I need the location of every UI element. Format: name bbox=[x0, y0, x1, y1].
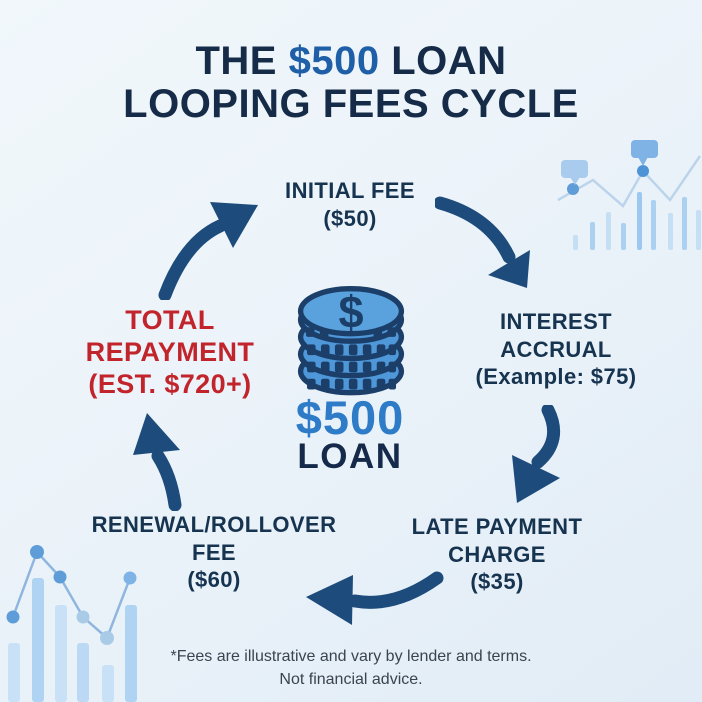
data-point-dot bbox=[53, 570, 67, 584]
data-point-dot bbox=[567, 183, 579, 195]
stage-interest-accrual: INTEREST ACCRUAL (Example: $75) bbox=[475, 309, 637, 389]
curved-arrow-down-right-icon bbox=[435, 196, 530, 288]
title-amount-highlight: $500 bbox=[288, 39, 380, 83]
center-amount: $500 bbox=[295, 391, 405, 444]
stage-late-payment-charge: LATE PAYMENT CHARGE ($35) bbox=[411, 514, 583, 594]
coin-stack-icon: $ bbox=[297, 285, 405, 396]
footnote: *Fees are illustrative and vary by lende… bbox=[0, 645, 702, 691]
data-point-dot bbox=[123, 571, 137, 585]
data-point-dot bbox=[30, 545, 44, 559]
curved-arrow-left-icon bbox=[306, 571, 444, 625]
title-line-1: THE $500 LOAN bbox=[195, 39, 507, 83]
stage-initial-fee: INITIAL FEE ($50) bbox=[285, 178, 415, 231]
data-point-dot bbox=[6, 610, 20, 624]
title-line-2: LOOPING FEES CYCLE bbox=[123, 81, 579, 126]
speech-bubble-icon bbox=[561, 160, 588, 178]
footnote-line-1: *Fees are illustrative and vary by lende… bbox=[170, 648, 532, 665]
stage-total-repayment: TOTAL REPAYMENT (EST. $720+) bbox=[85, 305, 255, 399]
curved-arrow-down-left-icon bbox=[512, 405, 561, 503]
center-loan-label: LOAN bbox=[297, 437, 403, 476]
bar-chart-decoration-icon bbox=[557, 140, 702, 250]
coin-top-face bbox=[297, 285, 405, 337]
line-chart-decoration-icon bbox=[6, 545, 137, 702]
data-point-dot bbox=[76, 610, 90, 624]
curved-arrow-up-right-icon bbox=[158, 202, 258, 300]
footnote-line-2: Not financial advice. bbox=[279, 671, 423, 689]
stage-renewal-rollover-fee: RENEWAL/ROLLOVER FEE ($60) bbox=[91, 512, 337, 592]
page-title: THE $500 LOAN LOOPING FEES CYCLE bbox=[0, 40, 702, 126]
data-point-dot bbox=[637, 165, 649, 177]
speech-bubble-icon bbox=[631, 140, 658, 158]
data-point-dot bbox=[100, 631, 114, 645]
curved-arrow-up-icon bbox=[133, 413, 182, 511]
dollar-sign: $ bbox=[338, 286, 363, 337]
